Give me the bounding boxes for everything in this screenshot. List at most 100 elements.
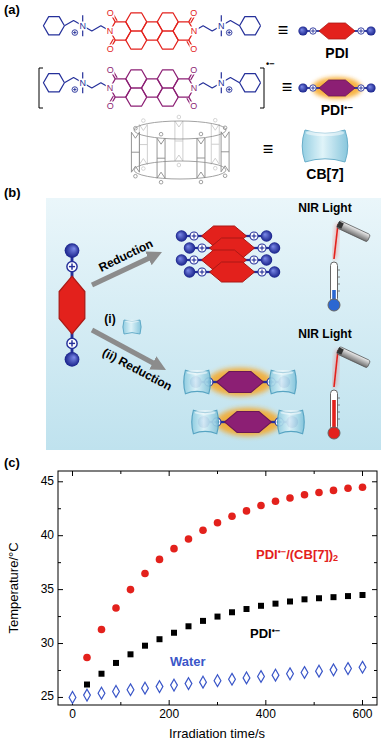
charge-symbol [358, 85, 364, 91]
cb7-structure [131, 152, 139, 153]
tick-label: 35 [41, 583, 54, 596]
text-part: •− [272, 626, 281, 636]
charge-symbol [310, 28, 316, 34]
pdi-radical-cartoon [319, 80, 355, 96]
thermometer-icon [338, 405, 341, 406]
thermometer-icon [328, 262, 340, 311]
thermometer-icon [328, 390, 340, 439]
charge-symbol [226, 30, 232, 36]
molecule-name: CB[7] [306, 167, 343, 182]
host-guest-complex [184, 368, 296, 397]
cb7-structure [139, 144, 147, 145]
pdi-radical-series [287, 598, 293, 604]
cb7-structure [177, 163, 181, 167]
text-part: (ii) Reduction [100, 345, 174, 393]
charge-symbol [226, 30, 232, 36]
pdi-stack [176, 230, 188, 242]
water-series [287, 668, 294, 680]
atom-label: O [189, 9, 198, 18]
text-part: 35 [41, 582, 54, 596]
complex-series [199, 527, 207, 535]
water-series [171, 679, 178, 691]
charge-symbol [190, 232, 198, 240]
complex-series [156, 556, 164, 564]
molecule-name: PDI•− [321, 103, 354, 118]
complex-series [359, 483, 367, 491]
text-part: CB[7] [306, 166, 343, 182]
cb7-structure [221, 126, 229, 178]
text-part: Temperature/°C [6, 542, 21, 633]
text-part: O [190, 8, 197, 18]
laser-pen [334, 346, 371, 387]
cb7-structure [139, 119, 147, 171]
text-part: NIR Light [298, 201, 351, 215]
pdi-radical-series [157, 636, 163, 642]
cucurbituril-barrel [302, 130, 348, 162]
charge-symbol [67, 261, 77, 271]
charge-symbol [358, 85, 364, 91]
charge-symbol [226, 87, 232, 93]
line-chart [372, 481, 377, 482]
cb7-structure [139, 125, 147, 131]
complex-series [344, 484, 352, 492]
charge-symbol [190, 256, 198, 264]
cb7-structure [134, 161, 226, 179]
charge-symbol [261, 246, 262, 251]
text-part: 2 [333, 553, 338, 563]
complex-series [83, 483, 366, 661]
charge-symbol [250, 256, 258, 264]
laser-pen [334, 350, 338, 387]
charge-symbol [72, 30, 78, 36]
line-chart [372, 535, 377, 536]
line-chart [58, 508, 61, 509]
water-series [272, 669, 279, 681]
panel-a [39, 13, 376, 184]
line-chart [72, 471, 73, 476]
pdi-radical-series [200, 618, 206, 624]
series-label: PDI•−/(CB[7])2 [256, 548, 338, 562]
cb7-structure [211, 144, 219, 145]
text-part: •− [344, 102, 353, 113]
cb7-structure [134, 174, 138, 178]
cucurbituril-barrel [195, 410, 216, 415]
water-series [185, 678, 192, 690]
series-label: Water [170, 655, 206, 669]
charge-symbol [310, 85, 316, 91]
pdi-cartoon [59, 243, 85, 367]
charge-symbol [201, 246, 202, 251]
line-chart [314, 471, 315, 474]
text-part: PDI [250, 626, 272, 641]
charge-symbol [201, 270, 202, 275]
line-chart [58, 589, 63, 590]
charge-symbol [253, 258, 254, 263]
water-series [69, 692, 76, 704]
tick-label: 30 [41, 637, 54, 650]
tick-label: 45 [41, 475, 54, 488]
line-chart [374, 616, 377, 617]
equivalence-sign: ≡ [282, 78, 293, 98]
text-part: O [107, 100, 114, 110]
line-chart [372, 643, 377, 644]
cb7-structure [213, 118, 217, 122]
atom-label: N [106, 84, 115, 93]
text-part: N [107, 83, 114, 93]
pdi-radical-series [258, 603, 264, 609]
atom-label: O [189, 101, 198, 110]
host-guest-complex [217, 372, 264, 393]
cucurbituril-barrel [184, 370, 211, 393]
pdi-radical-series [345, 593, 351, 599]
pdi-cartoon [65, 243, 80, 258]
cucurbituril-barrel [270, 370, 297, 394]
cucurbituril-barrel [184, 370, 211, 394]
thermometer-icon [331, 390, 338, 430]
charge-symbol [67, 261, 77, 271]
charge-symbol [190, 256, 198, 264]
charge-symbol [74, 88, 75, 91]
laser-pen [336, 346, 370, 368]
charge-symbol [258, 244, 266, 252]
line-chart [217, 471, 218, 474]
pdi-stack [184, 242, 196, 254]
charge-symbol [258, 244, 266, 252]
line-chart [374, 562, 377, 563]
laser-pen [337, 347, 344, 355]
